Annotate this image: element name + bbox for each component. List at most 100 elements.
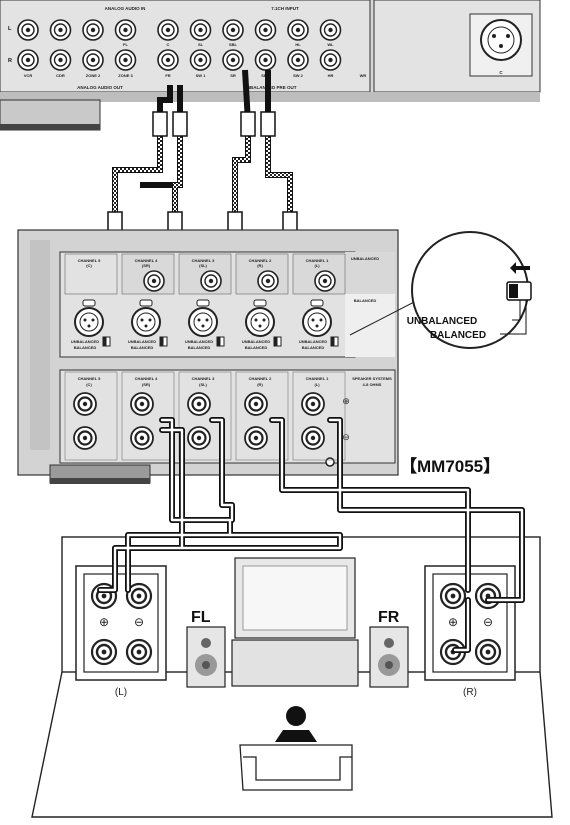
receiver-jack-label: SL	[198, 42, 204, 47]
amp-channel-name: CHANNEL 2	[249, 376, 273, 381]
amp-switch-label-bottom: BALANCED	[131, 345, 154, 350]
amp-channel-name: CHANNEL 5	[78, 376, 102, 381]
receiver-jack-top	[223, 20, 243, 40]
receiver-jack-top	[116, 20, 136, 40]
receiver-jack-label: CDR	[56, 73, 65, 78]
amp-minus-mark: ⊖	[342, 432, 350, 442]
amp-xlr-input	[75, 308, 103, 336]
right-plus: ⊕	[448, 615, 458, 629]
amp-channel-name: CHANNEL 3	[192, 376, 216, 381]
receiver-jack-top	[158, 20, 178, 40]
amp-xlr-input	[246, 308, 274, 336]
speaker-terminal-post	[476, 640, 500, 664]
amp-channel-sub: (L)	[314, 263, 320, 268]
receiver-jack-bottom	[288, 50, 308, 70]
right-caption: (R)	[463, 687, 477, 698]
amp-channel-name: CHANNEL 1	[306, 376, 330, 381]
amp-channel-sub: (C)	[86, 263, 92, 268]
amp-speaker-post	[74, 393, 96, 415]
amp-rca-input	[144, 271, 164, 291]
receiver-jack-label: ZONE 3	[118, 73, 133, 78]
amp-speaker-post	[188, 393, 210, 415]
left-minus: ⊖	[134, 615, 144, 629]
receiver-jack-bottom	[321, 50, 341, 70]
fr-label: FR	[378, 609, 400, 626]
callout-unbalanced: UNBALANCED	[407, 316, 478, 327]
amp-speaker-post	[131, 427, 153, 449]
receiver-jack-bottom	[191, 50, 211, 70]
receiver-jack-bottom	[18, 50, 38, 70]
amp-speaker-post	[245, 427, 267, 449]
receiver-jack-top	[191, 20, 211, 40]
receiver-jack-label: FR	[165, 73, 170, 78]
room: FL FR ⊕ ⊖ (L) ⊕ ⊖ (R)	[32, 537, 552, 817]
speaker-terminal-post	[441, 584, 465, 608]
amp-channel-sub: (SR)	[142, 263, 151, 268]
receiver-jack-top	[321, 20, 341, 40]
amp-speaker-post	[131, 393, 153, 415]
amp-plus-mark: ⊕	[342, 396, 350, 406]
row-label-r: R	[8, 58, 12, 64]
receiver-jack-bottom	[51, 50, 71, 70]
amp-switch-label-bottom: BALANCED	[245, 345, 268, 350]
amp-xlr-input	[189, 308, 217, 336]
receiver-jack-label: HR	[328, 73, 334, 78]
receiver-jack-label: FL	[123, 42, 128, 47]
amp-channel-sub: (R)	[257, 263, 263, 268]
amp-rca-input	[258, 271, 278, 291]
receiver-jack-label: WL	[327, 42, 334, 47]
amp-channel-sub: (SR)	[142, 382, 151, 387]
receiver-jack-bottom	[223, 50, 243, 70]
switch-knob	[509, 284, 518, 298]
amp-switch-label-bottom: BALANCED	[302, 345, 325, 350]
amp-switch-label-top: UNBALANCED	[242, 339, 270, 344]
amp-speaker-post	[188, 427, 210, 449]
receiver-jack-label: VCR	[24, 73, 33, 78]
ground-screw	[326, 458, 334, 466]
left-caption: (L)	[115, 687, 127, 698]
left-plus: ⊕	[99, 615, 109, 629]
sofa	[240, 745, 352, 790]
receiver-jack-bottom	[116, 50, 136, 70]
amp-speaker-post	[245, 393, 267, 415]
input-71ch-label: 7.1CH INPUT	[271, 6, 299, 11]
receiver-jack-label: SW 2	[293, 73, 304, 78]
amp-channel-sub: (SL)	[199, 263, 207, 268]
receiver-jack-label: HL	[295, 42, 301, 47]
receiver-jack-label: ZONE 2	[86, 73, 101, 78]
receiver-jack-label: SR	[230, 73, 236, 78]
amp-speaker-post	[302, 393, 324, 415]
listener-body	[275, 730, 317, 742]
impedance-label: 4-8 OHMS	[363, 382, 382, 387]
fl-label: FL	[191, 609, 211, 626]
receiver-jack-top	[256, 20, 276, 40]
amp-channel-sub: (L)	[314, 382, 320, 387]
speaker-systems-label: SPEAKER SYSTEMS	[352, 376, 392, 381]
callout-balanced: BALANCED	[430, 330, 486, 341]
analog-audio-out-label: ANALOG AUDIO OUT	[77, 85, 123, 90]
tv-stand	[232, 640, 358, 686]
amp-switch-label-bottom: BALANCED	[74, 345, 97, 350]
amp-unbalanced-label: UNBALANCED	[351, 256, 379, 261]
amp-switch-label-top: UNBALANCED	[299, 339, 327, 344]
amp-balanced-label: BALANCED	[354, 298, 377, 303]
amp-rca-input	[201, 271, 221, 291]
speaker-terminal-post	[92, 640, 116, 664]
receiver-jack-bottom	[83, 50, 103, 70]
speaker-terminal-post	[476, 584, 500, 608]
right-minus: ⊖	[483, 615, 493, 629]
receiver-jack-top	[51, 20, 71, 40]
amp-speaker-post	[74, 427, 96, 449]
amp-xlr-input	[132, 308, 160, 336]
amp-switch-label-top: UNBALANCED	[185, 339, 213, 344]
analog-audio-in-label: ANALOG AUDIO IN	[105, 6, 146, 11]
amp-channel-sub: (C)	[86, 382, 92, 387]
receiver-jack-top	[18, 20, 38, 40]
receiver-jack-top	[288, 20, 308, 40]
receiver-jack-label: C	[167, 42, 170, 47]
receiver-xlr-c: C	[470, 14, 532, 76]
amp-channel-sub: (SL)	[199, 382, 207, 387]
amp-rca-input	[315, 271, 335, 291]
receiver-jack-bottom	[256, 50, 276, 70]
